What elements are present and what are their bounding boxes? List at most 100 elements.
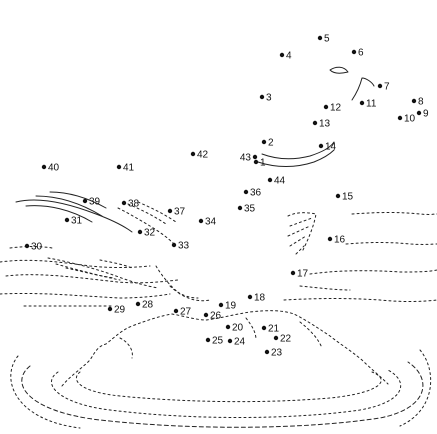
- numbered-dot: 7: [377, 82, 390, 93]
- dot-marker: [397, 115, 403, 121]
- dot-marker: [203, 312, 209, 318]
- numbered-dot: 29: [107, 305, 126, 316]
- dot-marker: [264, 349, 270, 355]
- dot-marker: [64, 217, 70, 223]
- dot-marker: [273, 335, 279, 341]
- dot-marker: [377, 83, 383, 89]
- rock-detail: [245, 317, 257, 341]
- dot-number: 34: [205, 217, 217, 228]
- numbered-dot: 30: [24, 242, 43, 253]
- numbered-dot: 15: [335, 192, 354, 203]
- dot-marker: [116, 164, 122, 170]
- dot-number: 11: [366, 99, 377, 110]
- dot-marker: [82, 198, 88, 204]
- dot-number: 3: [266, 93, 272, 104]
- dot-number: 7: [384, 82, 390, 93]
- fluke-stroke: [137, 201, 177, 223]
- dot-marker: [411, 98, 417, 104]
- numbered-dot: 8: [411, 97, 424, 108]
- dot-marker: [290, 270, 296, 276]
- ripple-line: [51, 369, 402, 418]
- numbered-dot: 34: [198, 217, 217, 228]
- dot-number: 6: [358, 48, 364, 59]
- wave-line: [351, 212, 437, 215]
- dot-number: 35: [244, 204, 256, 215]
- dot-number: 18: [254, 293, 266, 304]
- wave-line: [0, 259, 151, 268]
- numbered-dot: 24: [227, 337, 246, 348]
- numbered-dot: 23: [264, 348, 283, 359]
- head-stroke: [351, 77, 375, 101]
- dot-number: 42: [197, 150, 209, 161]
- dot-marker: [198, 218, 204, 224]
- dot-marker: [167, 208, 173, 214]
- dot-marker: [171, 242, 177, 248]
- numbered-dot: 38: [121, 199, 140, 210]
- dot-marker: [317, 35, 323, 41]
- dot-marker: [205, 337, 211, 343]
- numbered-dot: 18: [247, 293, 266, 304]
- numbered-dot: 3: [259, 93, 272, 104]
- dot-number: 14: [325, 142, 337, 153]
- dot-marker: [312, 120, 318, 126]
- dot-number: 25: [212, 336, 224, 347]
- numbered-dot: 9: [416, 109, 429, 120]
- dot-number: 38: [128, 199, 140, 210]
- numbered-dot: 44: [267, 176, 286, 187]
- flipper-stroke: [287, 225, 311, 237]
- dot-number: 28: [142, 300, 154, 311]
- dot-number: 16: [334, 235, 346, 246]
- dot-number: 44: [274, 176, 286, 187]
- numbered-dot: 32: [137, 228, 156, 239]
- dot-marker: [327, 236, 333, 242]
- ripple-line: [10, 355, 81, 429]
- dot-number: 12: [330, 103, 342, 114]
- numbered-dot: 2: [261, 138, 274, 149]
- fluke-stroke: [117, 207, 175, 245]
- numbered-dot: 20: [225, 323, 244, 334]
- numbered-dot: 22: [273, 334, 292, 345]
- numbered-dot: 42: [190, 150, 209, 161]
- flipper-stroke: [287, 212, 317, 253]
- dot-marker: [416, 110, 422, 116]
- wave-line: [0, 292, 171, 299]
- fluke-stroke: [49, 191, 107, 209]
- numbered-dot: 31: [64, 216, 83, 227]
- flipper-stroke: [289, 217, 313, 227]
- numbered-dot: 36: [243, 188, 262, 199]
- numbered-dot: 21: [261, 324, 280, 335]
- rock-outline: [61, 310, 389, 387]
- ripple-line: [21, 361, 424, 428]
- wave-line: [299, 285, 351, 291]
- numbered-dot: 28: [135, 300, 154, 311]
- dot-marker: [259, 94, 265, 100]
- numbered-dot: 12: [323, 103, 342, 114]
- dot-number: 43: [240, 153, 252, 164]
- dot-marker: [359, 100, 365, 106]
- dot-number: 8: [418, 97, 424, 108]
- numbered-dot: 26: [203, 311, 222, 322]
- dot-marker: [261, 139, 267, 145]
- dot-number: 39: [89, 197, 101, 208]
- numbered-dot: 17: [290, 269, 309, 280]
- rock-detail: [119, 337, 133, 359]
- body-stroke: [169, 285, 199, 299]
- dot-marker: [121, 200, 127, 206]
- body-stroke: [47, 257, 159, 289]
- numbered-dot: 16: [327, 235, 346, 246]
- mouth-line: [261, 141, 335, 160]
- dot-marker: [247, 294, 253, 300]
- body-stroke: [65, 267, 115, 279]
- dot-marker: [335, 193, 341, 199]
- dot-marker: [190, 151, 196, 157]
- dot-marker: [137, 229, 143, 235]
- numbered-dot: 39: [82, 197, 101, 208]
- dot-number: 24: [234, 337, 246, 348]
- dot-number: 30: [31, 242, 43, 253]
- mouth-line: [257, 149, 335, 167]
- dot-marker: [323, 104, 329, 110]
- numbered-dot: 4: [279, 51, 292, 62]
- numbered-dot: 41: [116, 163, 135, 174]
- dot-marker: [318, 143, 324, 149]
